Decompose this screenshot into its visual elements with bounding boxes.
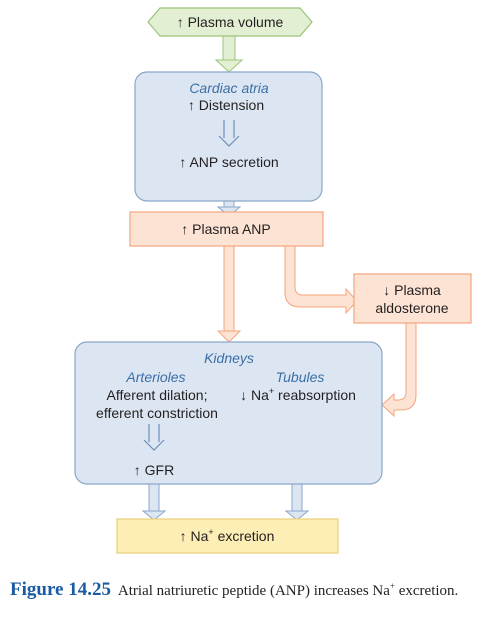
plasma-volume-label: ↑ Plasma volume [176,14,284,30]
arrow-kidneys-to-excretion-right [284,483,310,521]
arrow-volume-to-atria [214,33,244,73]
distension-label: ↑ Distension [187,97,265,113]
plasma-anp-label: ↑ Plasma ANP [181,221,271,237]
arrow-kidneys-to-excretion-left [141,483,167,521]
caption-text: Atrial natriuretic peptide (ANP) increas… [117,581,459,600]
kidneys-title: Kidneys [204,350,254,366]
arterioles-title: Arterioles [126,369,186,385]
figure-caption: Figure 14.25 Atrial natriuretic peptide … [10,580,480,601]
double-arrow-gfr [143,424,165,451]
tubules-label: ↓ Na+ reabsorption [240,386,356,404]
double-arrow-distension [218,120,240,147]
aldosterone-label-line1: ↓ Plasma [383,282,441,298]
tubules-title: Tubules [275,369,325,385]
flow-diagram [74,7,472,554]
cardiac-atria-box [134,71,323,202]
plasma-volume-box [147,7,313,37]
anp-secretion-label: ↑ ANP secretion [179,154,279,170]
excretion-label: ↑ Na+ excretion [179,527,275,545]
arterioles-line2: efferent constriction [96,405,218,421]
plasma-anp-box [129,211,324,247]
cardiac-atria-title: Cardiac atria [189,80,269,96]
aldosterone-box [353,273,472,324]
arrow-aldosterone-to-tubules [381,322,417,418]
gfr-label: ↑ GFR [133,462,175,478]
excretion-box [116,518,339,554]
arrow-anp-to-kidneys [216,245,242,343]
figure-number: Figure 14.25 [10,579,111,600]
aldosterone-label-line2: aldosterone [375,300,449,316]
arrow-anp-to-aldosterone [284,245,358,315]
arterioles-line1: Afferent dilation; [106,387,208,403]
